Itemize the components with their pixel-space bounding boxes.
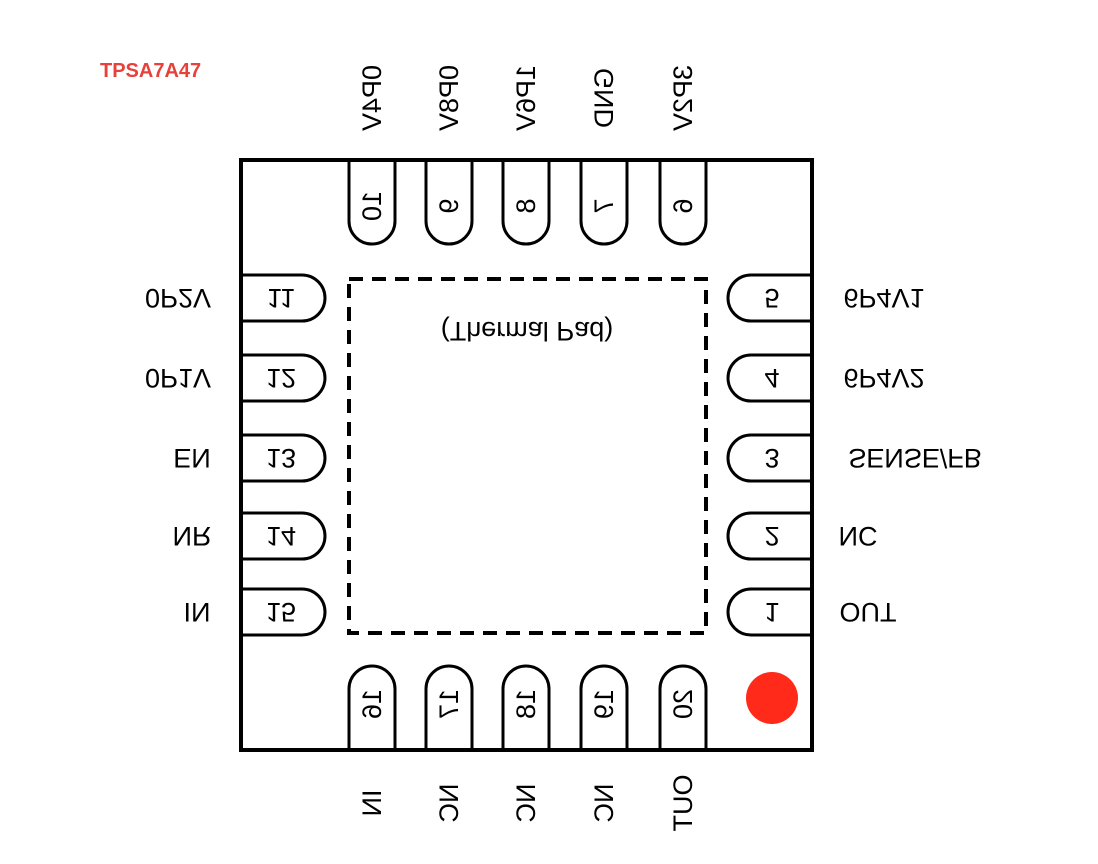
chip-body (239, 158, 814, 752)
pin-name: 1P6V (511, 65, 541, 131)
pin-left-3: 14 NR (173, 511, 327, 561)
pin-number: 14 (266, 521, 296, 551)
pin-right-0: 5 6P4V1 (726, 273, 925, 323)
pin-name: NC (839, 521, 878, 551)
pin-number: 7 (589, 198, 619, 213)
pin-outline (243, 511, 327, 561)
pin-outline (658, 162, 708, 246)
pin-top-2: 8 1P6V (501, 65, 551, 246)
pin-number: 12 (266, 363, 296, 393)
pin-number: 20 (668, 689, 698, 719)
pin-outline (347, 664, 397, 748)
pin-number: 16 (357, 689, 387, 719)
pin-outline (243, 433, 327, 483)
pin-number: 1 (764, 597, 779, 627)
pin-name: 6P4V2 (843, 363, 924, 393)
pin-outline (501, 162, 551, 246)
pin-top-0: 10 0P4V (347, 65, 397, 246)
pin-outline (424, 162, 474, 246)
pin-right-3: 2 NC (726, 511, 878, 561)
pin-name: GND (589, 68, 619, 128)
pin-right-2: 3 SENSE/FB (726, 433, 982, 483)
pin-name: NC (434, 784, 464, 823)
thermal-pad (347, 277, 708, 635)
pin-left-4: 15 IN (184, 587, 327, 637)
pin-number: 15 (266, 597, 296, 627)
pin-name: 0P8V (434, 65, 464, 131)
pin-number: 8 (511, 198, 541, 213)
pin-top-3: 7 GND (579, 68, 629, 246)
pin-number: 11 (267, 283, 295, 313)
pin-number: 17 (434, 689, 464, 719)
pin-number: 13 (266, 443, 296, 473)
pin-outline (424, 664, 474, 748)
pin1-marker (746, 672, 798, 724)
pin-outline (726, 587, 810, 637)
pin-name: NR (173, 521, 212, 551)
pin-outline (579, 664, 629, 748)
pin-outline (243, 353, 327, 403)
pin-number: 6 (668, 198, 698, 213)
pin-name: 3P2V (668, 65, 698, 131)
pin-number: 18 (511, 689, 541, 719)
pin-number: 10 (357, 191, 387, 221)
pin-name: OUT (668, 775, 698, 832)
pin-outline (579, 162, 629, 246)
thermal-pad-label: (Thermal Pad) (441, 316, 614, 346)
pin-name: NC (511, 784, 541, 823)
pin-outline (243, 273, 327, 323)
pin-number: 4 (764, 363, 779, 393)
pin-outline (243, 587, 327, 637)
pins-layer: 100P4V90P8V81P6V7GND63P2V16IN17NC18NC19N… (145, 65, 982, 832)
pin-number: 3 (764, 443, 779, 473)
pin-left-2: 13 EN (173, 433, 327, 483)
pin-outline (726, 511, 810, 561)
pin-left-0: 11 0P2V (145, 273, 327, 323)
pin-name: SENSE/FB (848, 443, 982, 473)
pin-number: 5 (764, 283, 779, 313)
pin-number: 2 (764, 521, 779, 551)
pin-outline (726, 433, 810, 483)
pin-name: IN (184, 597, 211, 627)
pin-right-1: 4 6P4V2 (726, 353, 925, 403)
pin-outline (347, 162, 397, 246)
pin-right-4: 1 OUT (726, 587, 897, 637)
pin-outline (658, 664, 708, 748)
pin-outline (726, 353, 810, 403)
part-number-label: TPSA7A47 (100, 60, 201, 82)
pin-name: 0P4V (357, 65, 387, 131)
pin-outline (501, 664, 551, 748)
pin-name: IN (357, 790, 387, 817)
pin-name: 0P1V (145, 363, 211, 393)
pin-name: EN (173, 443, 211, 473)
pin-name: NC (589, 784, 619, 823)
pin-name: 6P4V1 (843, 283, 924, 313)
pin-top-1: 9 0P8V (424, 65, 474, 246)
pin-left-1: 12 0P1V (145, 353, 327, 403)
pin-top-4: 6 3P2V (658, 65, 708, 246)
pin-number: 9 (434, 198, 464, 213)
pin-name: OUT (840, 597, 897, 627)
pin-name: 0P2V (145, 283, 211, 313)
pin-number: 19 (589, 689, 619, 719)
pin-outline (726, 273, 810, 323)
